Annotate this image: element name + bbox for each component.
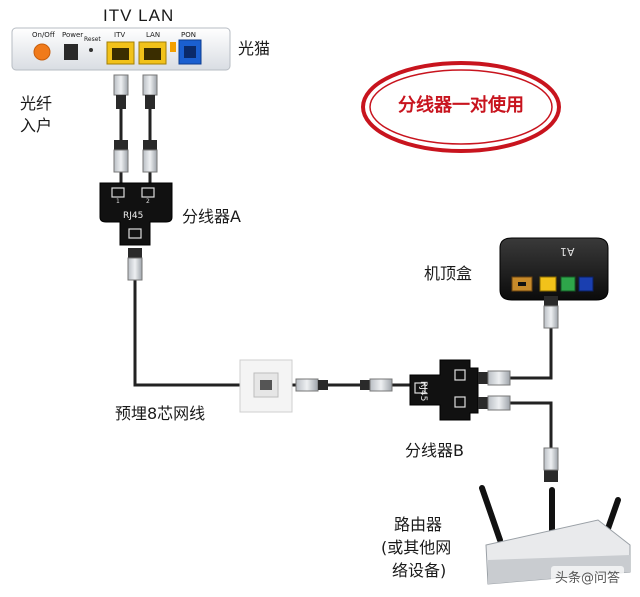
router-label-line2: (或其他网 (381, 538, 452, 557)
splitter-b-label: 分线器B (405, 441, 464, 460)
warning-mark (170, 42, 176, 52)
banner-oval (361, 61, 561, 153)
splitter-a (99, 182, 173, 281)
router-antenna-left (479, 485, 503, 543)
router-label-line3: 络设备) (392, 561, 447, 580)
settop-box (499, 237, 609, 329)
splitter-a-label: 分线器A (182, 207, 241, 226)
cable-b-port1-to-settop (488, 296, 553, 380)
lan-port-label: LAN (146, 31, 161, 39)
fiber-in-label-line1: 光纤 (20, 94, 53, 113)
onoff-label: On/Off (32, 31, 55, 39)
onoff-button (33, 43, 51, 61)
router (479, 447, 631, 585)
reset-hole (89, 48, 93, 52)
cable-a-to-wallplate (133, 255, 240, 387)
buried-cable-plugs (295, 378, 393, 392)
watermark: 头条@问答 (550, 566, 624, 587)
settop-box-label: 机顶盒 (424, 264, 473, 283)
itv-port-label: ITV (114, 31, 126, 39)
router-label-line1: 路由器 (394, 515, 443, 534)
buried-cable-label: 预埋8芯网线 (115, 404, 206, 423)
itv-lan-label: ITV LAN (103, 6, 175, 25)
splitter-a-rj45-label: RJ45 (123, 211, 144, 221)
splitter-b-rj45-label: RJ45 (418, 381, 428, 402)
pon-port-label: PON (181, 31, 196, 39)
optical-modem (11, 27, 231, 71)
modem-plugs (113, 74, 158, 173)
power-jack (64, 44, 78, 60)
power-label: Power (62, 31, 84, 39)
splitter-a-port1-label: 1 (116, 198, 120, 205)
reset-label: Reset (84, 36, 101, 43)
modem-label: 光猫 (238, 39, 271, 58)
settop-logo: A1 (560, 245, 575, 258)
splitter-b (409, 359, 511, 421)
cable-b-port2-to-router (488, 401, 553, 480)
wall-plate (239, 359, 293, 413)
splitter-a-port2-label: 2 (146, 198, 150, 205)
fiber-in-label-line2: 入户 (20, 116, 53, 135)
banner-text: 分线器一对使用 (398, 95, 524, 116)
